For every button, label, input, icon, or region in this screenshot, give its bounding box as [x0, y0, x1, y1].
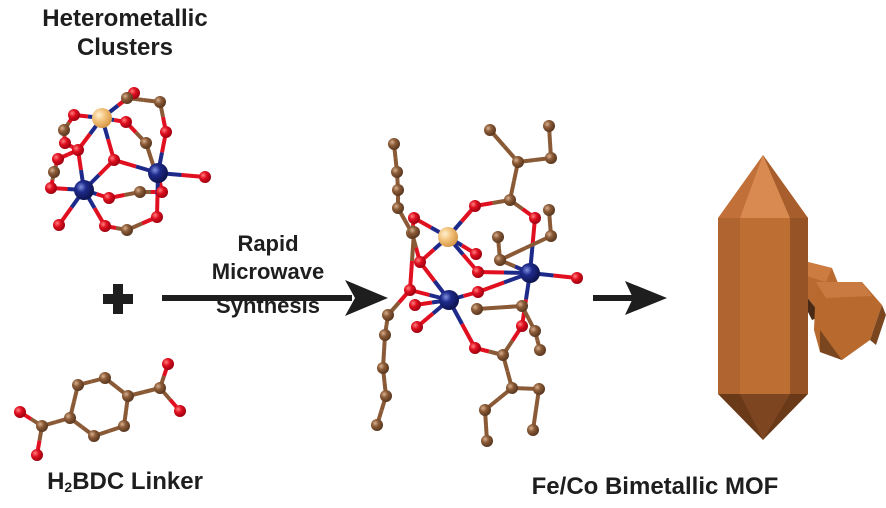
oxygen-atom — [120, 116, 132, 128]
carbon-atom — [545, 152, 557, 164]
carbon-atom — [506, 382, 518, 394]
linker-label-prefix: H — [47, 468, 65, 495]
oxygen-atom — [414, 256, 426, 268]
plus-icon — [103, 284, 133, 314]
oxygen-atom — [156, 186, 168, 198]
oxygen-atom — [59, 137, 71, 149]
oxygen-atom — [469, 200, 481, 212]
oxygen-atom — [160, 126, 172, 138]
carbon-atom — [380, 390, 392, 402]
carbon-atom — [379, 329, 391, 341]
linker-label-subscript: 2 — [64, 479, 73, 495]
oxygen-atom — [469, 342, 481, 354]
oxygen-atom — [408, 212, 420, 224]
carbon-atom — [408, 226, 420, 238]
oxygen-atom — [411, 321, 423, 333]
carbon-atom — [391, 166, 403, 178]
carbon-atom — [494, 254, 506, 266]
synthesis-arrow-icon — [162, 280, 388, 316]
carbon-atom — [371, 419, 383, 431]
clusters-label-line1: Heterometallic — [42, 5, 208, 32]
carbon-atom — [48, 166, 60, 178]
fe-co-bimetallic-mof-label: Fe/Co Bimetallic MOF — [531, 473, 779, 500]
carbon-atom — [154, 96, 166, 108]
carbon-atom — [377, 362, 389, 374]
metal-atom — [520, 263, 540, 283]
linker-label-suffix: BDC Linker — [72, 468, 203, 495]
oxygen-atom — [31, 449, 43, 461]
carbon-atom — [121, 224, 133, 236]
carbon-atom — [516, 300, 528, 312]
oxygen-atom — [472, 266, 484, 278]
oxygen-atom — [14, 406, 26, 418]
carbon-atom — [64, 412, 76, 424]
oxygen-atom — [409, 299, 421, 311]
carbon-atom — [504, 194, 516, 206]
carbon-atom — [88, 430, 100, 442]
product-arrow-icon — [593, 281, 667, 315]
carbon-atom — [527, 424, 539, 436]
oxygen-atom — [470, 248, 482, 260]
oxygen-atom — [571, 272, 583, 284]
carbon-atom — [121, 92, 133, 104]
metal-atom-gold — [438, 227, 458, 247]
carbon-atom — [36, 420, 48, 432]
oxygen-atom — [199, 171, 211, 183]
oxygen-atom — [103, 192, 115, 204]
synthesis-label-line1: Rapid — [237, 231, 299, 256]
carbon-atom — [533, 383, 545, 395]
oxygen-atom — [529, 212, 541, 224]
oxygen-atom — [68, 109, 80, 121]
carbon-atom — [545, 230, 557, 242]
mof-structure-molecule — [371, 120, 583, 447]
metal-atom — [439, 290, 459, 310]
carbon-atom — [99, 372, 111, 384]
oxygen-atom — [516, 320, 528, 332]
oxygen-atom — [404, 284, 416, 296]
carbon-atom — [534, 344, 546, 356]
mof-crystal-icon — [718, 155, 886, 440]
h2bdc-linker-label: H2BDC Linker — [10, 467, 240, 499]
heterometallic-cluster-molecule — [45, 87, 211, 236]
carbon-atom — [543, 120, 555, 132]
carbon-atom — [392, 202, 404, 214]
oxygen-atom — [174, 405, 186, 417]
carbon-atom — [58, 124, 70, 136]
carbon-atom — [543, 204, 555, 216]
metal-atom-gold — [92, 108, 112, 128]
carbon-atom — [154, 382, 166, 394]
carbon-atom — [392, 184, 404, 196]
metal-atom — [74, 180, 94, 200]
oxygen-atom — [162, 358, 174, 370]
carbon-atom — [497, 349, 509, 361]
oxygen-atom — [72, 144, 84, 156]
carbon-atom — [382, 309, 394, 321]
oxygen-atom — [151, 211, 163, 223]
carbon-atom — [122, 390, 134, 402]
carbon-atom — [484, 124, 496, 136]
oxygen-atom — [108, 154, 120, 166]
clusters-label-line2: Clusters — [76, 34, 174, 61]
carbon-atom — [529, 325, 541, 337]
carbon-atom — [388, 138, 400, 150]
oxygen-atom — [45, 182, 57, 194]
carbon-atom — [471, 303, 483, 315]
carbon-atom — [118, 420, 130, 432]
carbon-atom — [134, 186, 146, 198]
oxygen-atom — [52, 153, 64, 165]
oxygen-atom — [53, 219, 65, 231]
oxygen-atom — [99, 220, 111, 232]
metal-atom — [148, 163, 168, 183]
carbon-atom — [72, 379, 84, 391]
heterometallic-clusters-label: Heterometallic Clusters — [0, 4, 250, 62]
h2bdc-linker-molecule — [14, 358, 186, 461]
carbon-atom — [512, 156, 524, 168]
carbon-atom — [492, 231, 504, 243]
oxygen-atom — [472, 286, 484, 298]
synthesis-label-line2: Microwave — [211, 259, 325, 284]
carbon-atom — [479, 404, 491, 416]
carbon-atom — [140, 137, 152, 149]
carbon-atom — [481, 435, 493, 447]
